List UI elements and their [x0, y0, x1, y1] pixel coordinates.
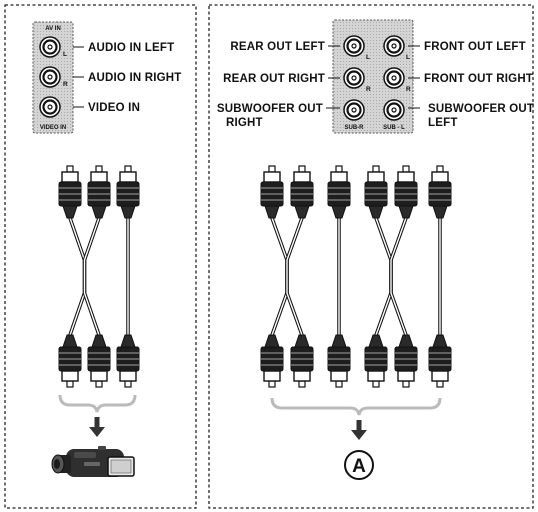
subwoofer-out-left-jack	[383, 99, 405, 121]
subwoofer-out-right-jack	[343, 99, 365, 121]
label-front-out-right: FRONT OUT RIGHT	[424, 73, 533, 85]
label-subwoofer-out-left-2: LEFT	[428, 117, 458, 129]
label-front-out-left: FRONT OUT LEFT	[424, 41, 526, 53]
device-a-badge: A	[344, 450, 374, 480]
down-arrow-icon	[89, 417, 105, 437]
av-cable-right	[260, 165, 452, 388]
video-in-jack	[39, 96, 61, 118]
rear-out-right-jack	[343, 67, 365, 89]
rca-plug	[394, 165, 418, 219]
label-audio-in-right: AUDIO IN RIGHT	[88, 72, 182, 84]
label-subwoofer-out-right-2: RIGHT	[226, 117, 263, 129]
rca-plug	[428, 165, 452, 219]
audio-in-right-jack	[39, 66, 61, 88]
jack-marker-l-1: L	[366, 54, 370, 61]
rca-plug	[116, 334, 140, 388]
rca-plug	[364, 165, 388, 219]
jack-marker-r-1: R	[366, 86, 371, 93]
label-rear-out-left: REAR OUT LEFT	[230, 41, 325, 53]
av-in-header: AV IN	[45, 26, 61, 32]
jack-marker-r-2: R	[406, 86, 411, 93]
down-arrow-icon	[351, 420, 367, 440]
rca-plug	[327, 334, 351, 388]
front-out-left-jack	[383, 35, 405, 57]
jack-marker-l: L	[63, 51, 67, 58]
rca-plug	[87, 334, 111, 388]
label-audio-in-left: AUDIO IN LEFT	[88, 42, 174, 54]
label-rear-out-right: REAR OUT RIGHT	[223, 73, 325, 85]
label-subwoofer-out-right: SUBWOOFER OUT	[217, 103, 323, 115]
front-out-right-jack	[383, 67, 405, 89]
svg-text:A: A	[352, 456, 366, 477]
rca-plug	[58, 165, 82, 219]
camcorder-icon	[51, 446, 135, 477]
rca-plug	[428, 334, 452, 388]
rca-plug	[116, 165, 140, 219]
right-panel-frame	[208, 4, 534, 509]
audio-in-left-jack	[39, 36, 61, 58]
rca-plug	[394, 334, 418, 388]
sub-r-footer: SUB-R	[345, 125, 365, 131]
jack-marker-l-2: L	[406, 54, 410, 61]
label-subwoofer-out-left: SUBWOOFER OUT	[428, 103, 534, 115]
av-cable-left	[58, 165, 140, 388]
rca-plug	[290, 165, 314, 219]
label-video-in: VIDEO IN	[88, 102, 140, 114]
rca-plug	[290, 334, 314, 388]
rca-plug	[364, 334, 388, 388]
rear-out-left-jack	[343, 35, 365, 57]
rca-plug	[260, 165, 284, 219]
sub-l-footer: SUB - L	[383, 125, 405, 131]
left-panel-frame	[4, 4, 197, 509]
rca-plug	[327, 165, 351, 219]
rca-plug	[87, 165, 111, 219]
rca-plug	[58, 334, 82, 388]
jack-marker-r: R	[63, 81, 68, 88]
rca-plug	[260, 334, 284, 388]
right-bracket	[270, 397, 442, 416]
video-in-footer: VIDEO IN	[40, 125, 66, 131]
left-bracket	[58, 394, 137, 413]
